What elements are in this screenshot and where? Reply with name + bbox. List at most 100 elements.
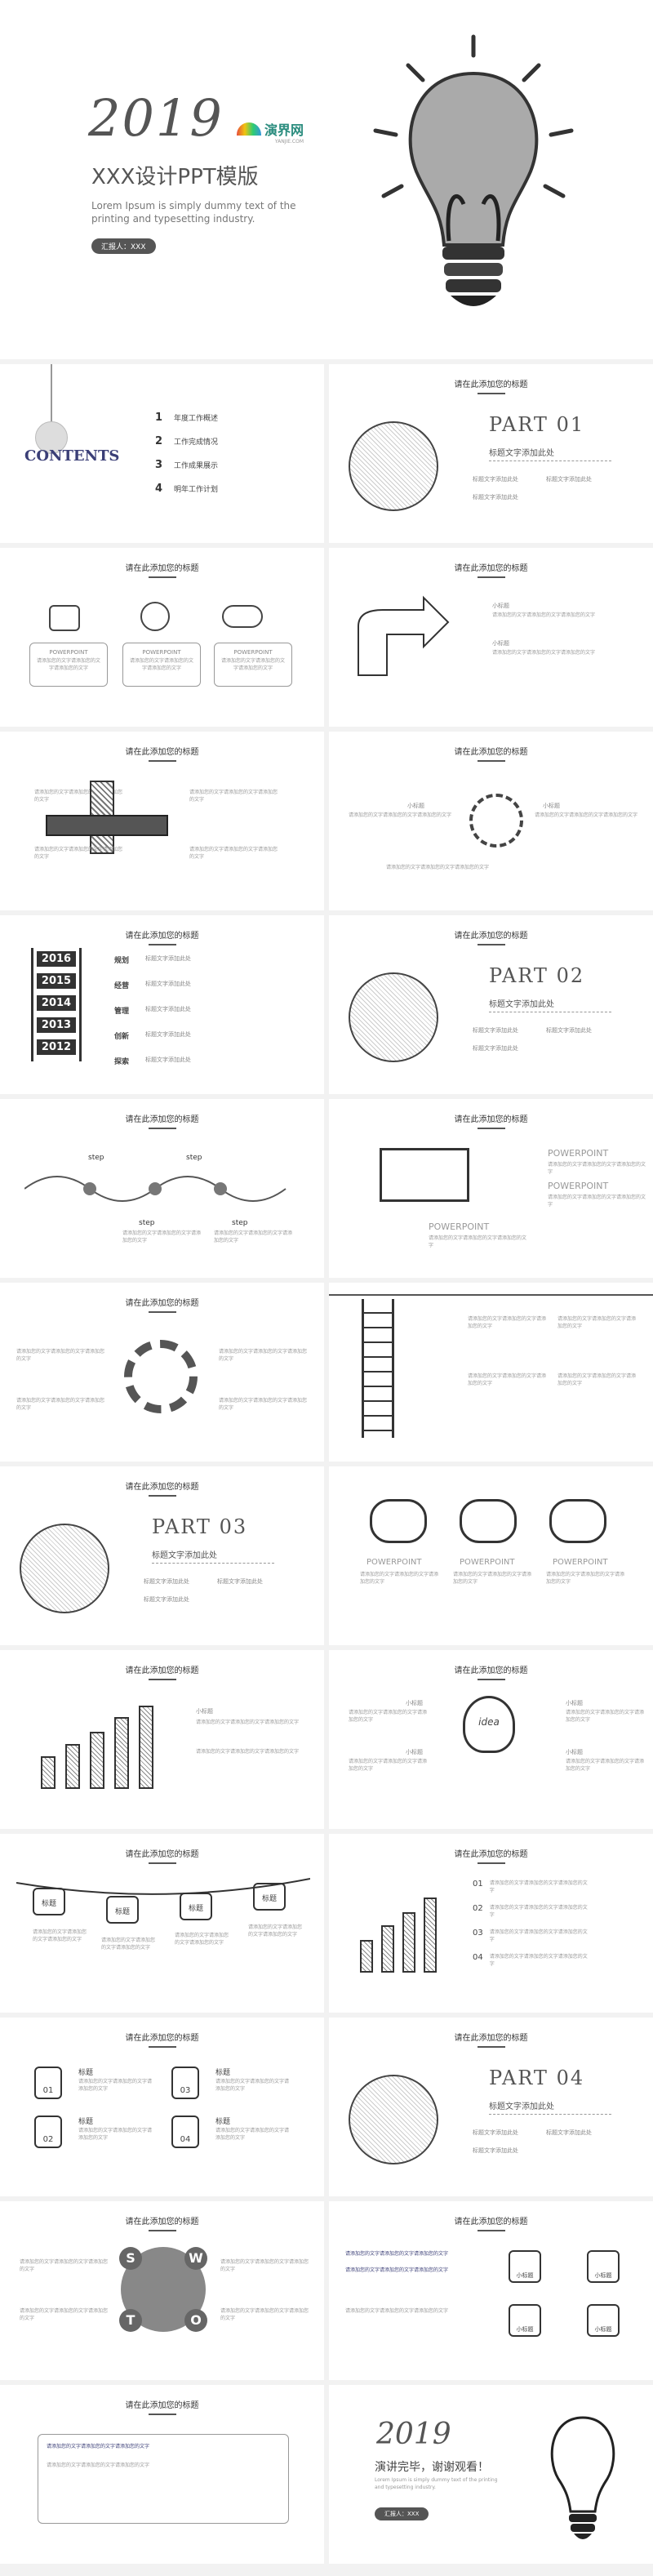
body-text: 请添加您的文字请添加您的文字请添加您的文字 [20, 2259, 109, 2272]
numbered-icons-slide: 请在此添加您的标题 01 02 03 04 标题 请添加您的文字请添加您的文字请… [0, 2018, 324, 2196]
small-heading: 小标题 [543, 803, 560, 809]
ending-slide: 2019 演讲完毕，谢谢观看！ Lorem Ipsum is simply du… [329, 2385, 653, 2564]
part-subtitle: 标题文字添加此处 [489, 446, 611, 461]
body-text: 请添加您的文字请添加您的文字请添加您的文字 [468, 1373, 547, 1386]
item-title: 标题 [78, 2069, 94, 2077]
step-label: step [88, 1154, 104, 1162]
gear-slide: 请在此添加您的标题 请添加您的文字请添加您的文字请添加您的文字 请添加您的文字请… [0, 1283, 324, 1462]
sketch-bar [41, 1756, 56, 1789]
scene-slide: 请添加您的文字请添加您的文字请添加您的文字 请添加您的文字请添加您的文字请添加您… [329, 1283, 653, 1462]
slide-title: 请在此添加您的标题 [0, 2214, 324, 2231]
brand-logo: 演界网 YANJIE.COM [237, 119, 304, 145]
cycle-slide: 请在此添加您的标题 小标题 请添加您的文字请添加您的文字请添加您的文字 小标题 … [329, 732, 653, 910]
slide-title: 请在此添加您的标题 [329, 377, 653, 394]
body-text: 请添加您的文字请添加您的文字请添加您的文字 [196, 1749, 300, 1755]
slide-row: 请在此添加您的标题 2016 2015 2014 2013 2012 规划标题文… [0, 915, 653, 1094]
part-title: PART 03 [152, 1515, 248, 1538]
apple-icon: 01 [34, 2067, 62, 2099]
slide-title: 请在此添加您的标题 [329, 561, 653, 578]
small-heading: 小标题 [407, 803, 424, 809]
part-slide: 请在此添加您的标题 PART 01 标题文字添加此处 标题文字添加此处 标题文字… [329, 364, 653, 543]
swot-slide: 请在此添加您的标题 S W T O 请添加您的文字请添加您的文字请添加您的文字 … [0, 2201, 324, 2380]
ending-reporter-badge: 汇报人：XXX [375, 2507, 429, 2520]
body-text: 请添加您的文字请添加您的文字请添加您的文字 [492, 612, 596, 618]
powerpoint-label: POWERPOINT [553, 1558, 608, 1567]
body-text: 请添加您的文字请添加您的文字请添加您的文字 [548, 1162, 646, 1175]
list-item: 规划标题文字添加此处 [114, 955, 192, 965]
reporter-badge: 汇报人：XXX [91, 238, 156, 254]
step-label: step [186, 1154, 202, 1162]
ending-subtitle: Lorem Ipsum is simply dummy text of the … [375, 2477, 498, 2490]
body-text: 标题文字添加此处 [473, 1027, 518, 1034]
small-heading: 小标题 [566, 1749, 583, 1755]
part-subtitle: 标题文字添加此处 [489, 997, 611, 1012]
list-item: 探索标题文字添加此处 [114, 1057, 192, 1066]
body-text: 请添加您的文字请添加您的文字请添加您的文字 [16, 1398, 105, 1411]
sketch-bar [114, 1717, 129, 1789]
body-text: 请添加您的文字请添加您的文字请添加您的文字 [220, 2308, 309, 2321]
body-text: 请添加您的文字请添加您的文字请添加您的文字 [429, 1235, 527, 1248]
speech-bubble-icon [370, 1499, 427, 1543]
swot-o: O [184, 2309, 207, 2332]
timeline-year: 2014 [37, 995, 76, 1011]
flask-icon: 02 [34, 2116, 62, 2148]
body-text: 请添加您的文字请添加您的文字请添加您的文字 [548, 1195, 646, 1208]
part-subtitle: 标题文字添加此处 [489, 2099, 611, 2115]
body-text: 请添加您的文字请添加您的文字请添加您的文字 [34, 790, 123, 803]
contents-item-label: 工作完成情况 [174, 438, 219, 447]
small-heading: 小标题 [196, 1708, 213, 1715]
handshake-icon [222, 605, 263, 628]
sketch-bar [360, 1940, 373, 1973]
part-subtitle: 标题文字添加此处 [152, 1548, 274, 1564]
slide-title: 请在此添加您的标题 [0, 2031, 324, 2048]
body-text: 请添加您的文字请添加您的文字请添加您的文字 [345, 2308, 449, 2314]
picture-frame [380, 1148, 469, 1202]
slide-title: 请在此添加您的标题 [329, 745, 653, 762]
slide-row: 请在此添加您的标题 S W T O 请添加您的文字请添加您的文字请添加您的文字 … [0, 2201, 653, 2380]
body-text: 请添加您的文字请添加您的文字请添加您的文字 [101, 1938, 156, 1951]
body-text: 请添加您的文字请添加您的文字请添加您的文字 [386, 865, 490, 870]
body-text: 请添加您的文字请添加您的文字请添加您的文字 [566, 1710, 645, 1723]
wall-line [329, 1294, 653, 1296]
body-text: 请添加您的文字请添加您的文字请添加您的文字 [220, 2259, 309, 2272]
globe-icon [20, 1524, 109, 1613]
body-text: 请添加您的文字请添加您的文字请添加您的文字 [219, 1349, 308, 1362]
body-text: 请添加您的文字请添加您的文字请添加您的文字 [248, 1924, 303, 1938]
logo-text: 演界网 [264, 122, 304, 138]
slide-title: 请在此添加您的标题 [0, 2398, 324, 2415]
cover-slide: 2019 演界网 YANJIE.COM XXX设计PPT模版 Lorem Ips… [0, 0, 653, 359]
timeline-year: 2015 [37, 973, 76, 989]
idea-slide: 请在此添加您的标题 小标题 请添加您的文字请添加您的文字请添加您的文字 idea… [329, 1650, 653, 1829]
timeline-slide: 请在此添加您的标题 2016 2015 2014 2013 2012 规划标题文… [0, 915, 324, 1094]
slide-title: 请在此添加您的标题 [0, 1112, 324, 1129]
wave-line-icon [24, 1176, 287, 1202]
timeline-year: 2013 [37, 1017, 76, 1033]
flow-node: 小标题 [509, 2250, 541, 2283]
slide-title: 请在此添加您的标题 [329, 1847, 653, 1864]
arrows-icon [358, 595, 450, 676]
step-label: step [232, 1219, 248, 1227]
body-text: 请添加您的文字请添加您的文字请添加您的文字 [122, 1230, 202, 1244]
slide-title: 请在此添加您的标题 [0, 561, 324, 578]
slide-title: 请在此添加您的标题 [329, 928, 653, 945]
body-text: 标题文字添加此处 [473, 476, 518, 483]
slide-title: 请在此添加您的标题 [329, 2031, 653, 2048]
body-text: 标题文字添加此处 [546, 2129, 592, 2136]
body-text: 请添加您的文字请添加您的文字请添加您的文字 [349, 1710, 428, 1723]
slide-title: 请在此添加您的标题 [0, 1296, 324, 1313]
ending-thanks: 演讲完毕，谢谢观看！ [375, 2461, 489, 2474]
slide-title: 请在此添加您的标题 [0, 1847, 324, 1864]
lightbulb-icon [373, 34, 574, 306]
